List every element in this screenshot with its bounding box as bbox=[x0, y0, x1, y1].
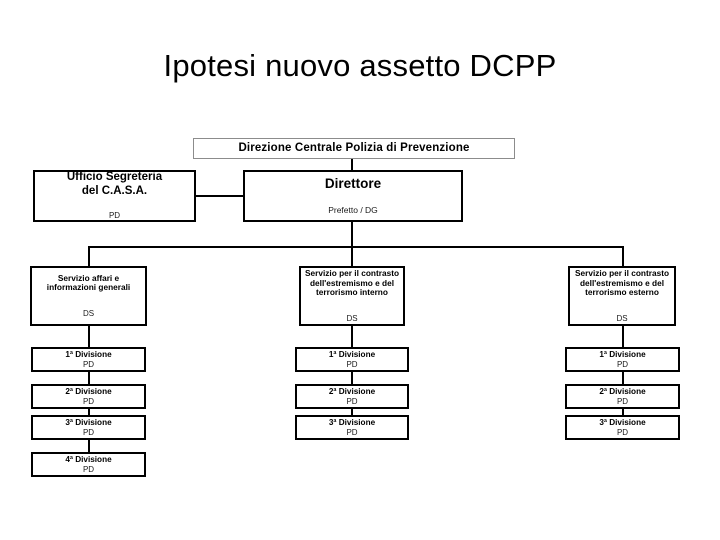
node-title-line-1: Servizio per il contrasto bbox=[574, 267, 670, 278]
node-direttore[interactable]: Direttore Prefetto / DG bbox=[243, 170, 463, 222]
node-col3-divisione-3[interactable]: 3ª Divisione PD bbox=[565, 415, 680, 440]
node-title: 1ª Divisione bbox=[65, 349, 112, 359]
node-col2-divisione-2[interactable]: 2ª Divisione PD bbox=[295, 384, 409, 409]
node-title-line-1: Servizio per il contrasto bbox=[304, 267, 400, 278]
node-col3-divisione-1[interactable]: 1ª Divisione PD bbox=[565, 347, 680, 372]
node-col2-divisione-3[interactable]: 3ª Divisione PD bbox=[295, 415, 409, 440]
node-title: 1ª Divisione bbox=[328, 349, 376, 359]
connector-col1-div3-to-div4 bbox=[88, 440, 90, 452]
node-col1-divisione-1[interactable]: 1ª Divisione PD bbox=[31, 347, 146, 372]
node-title: Direzione Centrale Polizia di Prevenzion… bbox=[238, 141, 470, 154]
node-title: 3ª Divisione bbox=[65, 417, 112, 427]
node-rank: PD bbox=[346, 428, 358, 438]
node-title: 2ª Divisione bbox=[328, 386, 376, 396]
connector-service1-to-div1 bbox=[88, 326, 90, 347]
node-ufficio-segreteria-casa[interactable]: Ufficio Segreteria del C.A.S.A. PD bbox=[33, 170, 196, 222]
node-servizio-terrorismo-interno[interactable]: Servizio per il contrasto dell'estremism… bbox=[299, 266, 405, 326]
node-rank: Prefetto / DG bbox=[328, 205, 378, 216]
node-title: 2ª Divisione bbox=[599, 386, 646, 396]
connector-col3-div1-to-div2 bbox=[622, 372, 624, 384]
node-rank: PD bbox=[82, 465, 95, 475]
node-rank: PD bbox=[108, 211, 121, 221]
connector-service3-to-div1 bbox=[622, 326, 624, 347]
node-rank: PD bbox=[616, 397, 629, 407]
node-title: 3ª Divisione bbox=[599, 417, 646, 427]
node-title: Direttore bbox=[324, 176, 382, 192]
connector-service2-to-div1 bbox=[351, 326, 353, 347]
node-rank: PD bbox=[346, 397, 358, 407]
node-title-line-3: terrorismo interno bbox=[316, 287, 388, 298]
node-servizio-terrorismo-esterno[interactable]: Servizio per il contrasto dell'estremism… bbox=[568, 266, 676, 326]
connector-bus-to-service-3 bbox=[622, 246, 624, 268]
node-title-line-1: Servizio affari e bbox=[57, 272, 120, 283]
connector-office-to-director bbox=[196, 195, 244, 197]
node-rank: PD bbox=[616, 360, 629, 370]
connector-root-to-director bbox=[351, 159, 353, 172]
node-rank: DS bbox=[616, 314, 628, 324]
node-rank: PD bbox=[616, 428, 629, 438]
node-col3-divisione-2[interactable]: 2ª Divisione PD bbox=[565, 384, 680, 409]
node-title: 4ª Divisione bbox=[65, 454, 112, 464]
node-rank: DS bbox=[346, 314, 358, 324]
page-title: Ipotesi nuovo assetto DCPP bbox=[163, 48, 557, 83]
node-title-line-2: dell'estremismo e del bbox=[579, 277, 665, 288]
node-rank: PD bbox=[346, 360, 358, 370]
node-title-line-1: Ufficio Segreteria bbox=[66, 171, 163, 184]
node-title-line-2: dell'estremismo e del bbox=[309, 277, 395, 288]
node-title-line-2: informazioni generali bbox=[46, 282, 131, 293]
connector-bus-to-service-2 bbox=[351, 246, 353, 268]
node-title-line-2: del C.A.S.A. bbox=[81, 184, 148, 197]
node-title: 2ª Divisione bbox=[65, 386, 112, 396]
connector-col2-div1-to-div2 bbox=[351, 372, 353, 384]
node-col1-divisione-3[interactable]: 3ª Divisione PD bbox=[31, 415, 146, 440]
connector-col1-div1-to-div2 bbox=[88, 372, 90, 384]
node-title: 3ª Divisione bbox=[328, 417, 376, 427]
node-direzione-centrale[interactable]: Direzione Centrale Polizia di Prevenzion… bbox=[193, 138, 515, 159]
node-rank: PD bbox=[82, 360, 95, 370]
node-title: 1ª Divisione bbox=[599, 349, 646, 359]
node-rank: PD bbox=[82, 397, 95, 407]
connector-services-bus bbox=[88, 246, 624, 248]
connector-bus-to-service-1 bbox=[88, 246, 90, 268]
node-col1-divisione-2[interactable]: 2ª Divisione PD bbox=[31, 384, 146, 409]
node-col2-divisione-1[interactable]: 1ª Divisione PD bbox=[295, 347, 409, 372]
node-title-line-3: terrorismo esterno bbox=[585, 287, 659, 298]
node-rank: DS bbox=[82, 309, 95, 319]
node-col1-divisione-4[interactable]: 4ª Divisione PD bbox=[31, 452, 146, 477]
node-servizio-affari-informazioni-generali[interactable]: Servizio affari e informazioni generali … bbox=[30, 266, 147, 326]
connector-director-to-bus bbox=[351, 222, 353, 247]
node-rank: PD bbox=[82, 428, 95, 438]
